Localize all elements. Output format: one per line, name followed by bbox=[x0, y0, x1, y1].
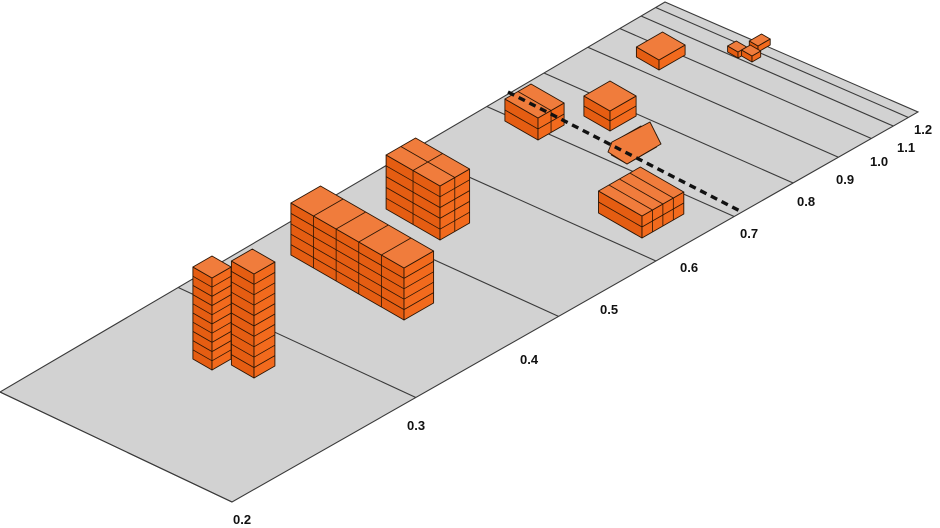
block-seam bbox=[412, 153, 443, 171]
block-seam bbox=[211, 331, 232, 343]
scale-label-1-1: 1.1 bbox=[897, 140, 915, 155]
block-seam bbox=[192, 294, 213, 306]
block-towers bbox=[192, 248, 276, 379]
block-seam bbox=[504, 109, 539, 130]
block-cross bbox=[727, 33, 771, 63]
block-seam bbox=[253, 282, 276, 296]
block-seam bbox=[253, 313, 276, 327]
block-house bbox=[607, 121, 662, 165]
block-seam bbox=[211, 312, 232, 325]
block-seam bbox=[313, 198, 344, 217]
block-seam bbox=[211, 275, 232, 288]
threshold-dashed-line bbox=[507, 90, 743, 214]
scale-label-1-2: 1.2 bbox=[914, 122, 932, 137]
block-seam bbox=[211, 349, 232, 362]
plane-surface bbox=[0, 2, 918, 502]
block-pair-left bbox=[504, 83, 565, 141]
block-seam bbox=[253, 303, 276, 316]
block-seam bbox=[231, 354, 255, 368]
grid-line bbox=[587, 46, 839, 158]
grid-line bbox=[655, 6, 909, 118]
block-seam bbox=[231, 343, 255, 358]
block-face bbox=[741, 44, 762, 57]
block-seam bbox=[192, 285, 213, 297]
block-roof bbox=[607, 121, 662, 165]
block-seam bbox=[192, 349, 213, 362]
block-seam bbox=[192, 340, 213, 352]
block-seam bbox=[358, 224, 389, 243]
block-seam bbox=[403, 292, 434, 310]
scale-label-0-7: 0.7 bbox=[740, 226, 758, 241]
block-seam bbox=[290, 244, 405, 310]
block-clusters bbox=[192, 31, 771, 379]
scale-label-0-2: 0.2 bbox=[233, 512, 251, 527]
block-cluster-long bbox=[290, 185, 435, 321]
scale-label-0-4: 0.4 bbox=[520, 352, 539, 367]
block-seam bbox=[403, 271, 434, 290]
block-seam bbox=[253, 355, 276, 368]
block-seam bbox=[403, 281, 434, 300]
scale-label-0-6: 0.6 bbox=[680, 260, 698, 275]
block-seam bbox=[403, 261, 434, 279]
block-pair-right bbox=[583, 80, 637, 132]
ground-plane bbox=[0, 2, 918, 502]
block-seam bbox=[253, 272, 276, 285]
block-seam bbox=[598, 201, 643, 228]
block-seam bbox=[583, 105, 611, 122]
scale-labels: 0.2 0.3 0.4 0.5 0.6 0.7 0.8 0.9 1.0 1.1 … bbox=[233, 122, 932, 527]
scale-label-0-3: 0.3 bbox=[407, 418, 425, 433]
block-face bbox=[230, 248, 276, 275]
block-seam bbox=[253, 292, 276, 306]
grid-line bbox=[543, 72, 794, 184]
block-seam bbox=[290, 223, 405, 290]
block-seam bbox=[231, 302, 255, 316]
block-seam bbox=[231, 291, 255, 306]
block-seam bbox=[629, 172, 674, 199]
block-seam bbox=[192, 275, 213, 288]
block-face bbox=[290, 185, 435, 269]
block-seam bbox=[211, 294, 232, 306]
block-seam bbox=[253, 324, 276, 337]
block-seam bbox=[608, 184, 653, 211]
block-seam bbox=[231, 281, 255, 296]
block-seam bbox=[290, 233, 405, 300]
block-face bbox=[748, 33, 771, 47]
block-seam bbox=[192, 303, 213, 316]
block-seam bbox=[192, 331, 213, 343]
threshold-line bbox=[507, 90, 743, 214]
block-seam bbox=[619, 178, 664, 205]
block-seam bbox=[192, 321, 213, 334]
block-seam bbox=[517, 91, 552, 111]
block-face bbox=[192, 255, 232, 279]
block-seam bbox=[211, 285, 232, 297]
scale-label-0-8: 0.8 bbox=[797, 194, 815, 209]
block-seam bbox=[192, 312, 213, 325]
block-seam bbox=[253, 344, 276, 358]
scale-label-1-0: 1.0 bbox=[870, 154, 888, 169]
block-seam bbox=[231, 271, 255, 285]
block-seam bbox=[290, 213, 405, 279]
block-face bbox=[635, 31, 686, 61]
block-face bbox=[583, 80, 637, 112]
scale-label-0-9: 0.9 bbox=[836, 172, 854, 187]
block-seam bbox=[609, 105, 637, 122]
block-seam bbox=[231, 333, 255, 348]
block-seam bbox=[253, 334, 276, 348]
block-seam bbox=[335, 211, 366, 230]
block-seam bbox=[231, 312, 255, 327]
block-seam bbox=[211, 340, 232, 352]
grid-line bbox=[640, 15, 894, 127]
block-cluster-mid bbox=[385, 137, 471, 241]
block-seam bbox=[381, 237, 412, 256]
scale-label-0-5: 0.5 bbox=[600, 302, 618, 317]
block-slab-far bbox=[635, 31, 686, 71]
block-seam bbox=[211, 303, 232, 316]
block-seam bbox=[231, 323, 255, 337]
block-seam bbox=[211, 321, 232, 334]
block-row-four bbox=[598, 166, 685, 239]
